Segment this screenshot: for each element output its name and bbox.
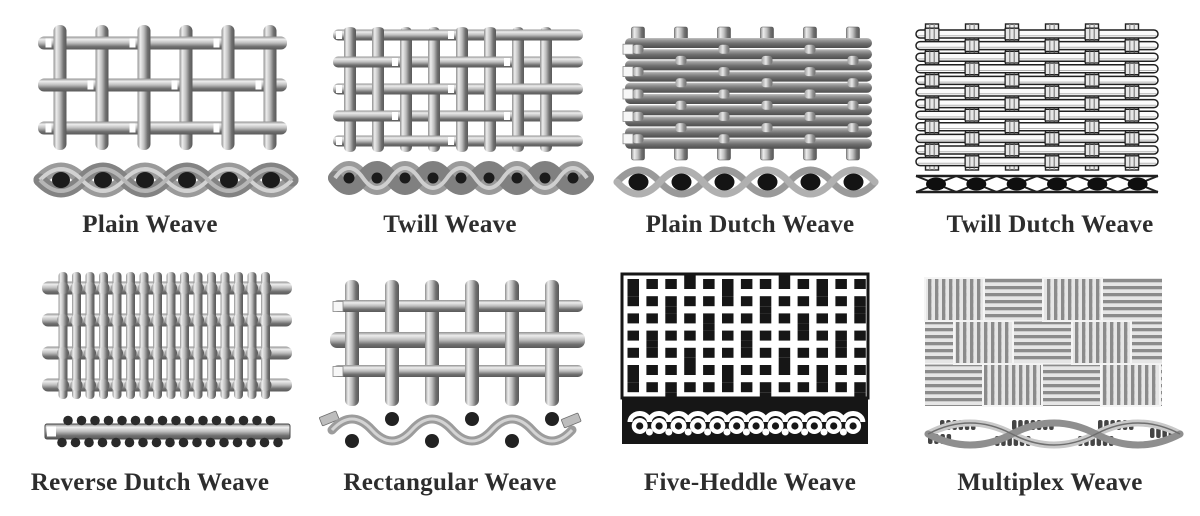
plain-dutch-weave-mesh-pattern: [622, 26, 872, 161]
weave-cell-multiplex-weave: Multiplex Weave: [900, 258, 1200, 516]
multiplex-weave-cross-section: [924, 419, 1184, 449]
weave-cell-rectangular-weave: Rectangular Weave: [300, 258, 600, 516]
plain-weave-mesh-pattern: [38, 25, 287, 150]
twill-dutch-weave-mesh-pattern: [915, 23, 1159, 171]
twill-weave-illustration: [328, 27, 594, 195]
twill-weave-cross-section: [328, 161, 594, 195]
weave-label-rectangular-weave: Rectangular Weave: [343, 469, 557, 496]
weave-cell-plain-weave: Plain Weave: [0, 0, 300, 258]
multiplex-weave-mesh-pattern: [924, 277, 1162, 407]
plain-weave-illustration: [33, 25, 299, 198]
weave-cell-five-heddle-weave: Five-Heddle Weave: [600, 258, 900, 516]
weave-label-twill-dutch-weave: Twill Dutch Weave: [946, 211, 1154, 238]
weave-cell-reverse-dutch-weave: Reverse Dutch Weave: [0, 258, 300, 516]
plain-dutch-weave-illustration: [613, 26, 879, 198]
multiplex-weave-illustration: [924, 277, 1184, 449]
weave-label-twill-weave: Twill Weave: [383, 211, 517, 238]
weave-label-multiplex-weave: Multiplex Weave: [957, 469, 1143, 496]
weave-label-reverse-dutch-weave: Reverse Dutch Weave: [30, 469, 270, 496]
twill-weave-mesh-pattern: [333, 27, 583, 152]
twill-dutch-weave-illustration: [915, 23, 1159, 194]
twill-dutch-weave-cross-section: [915, 174, 1159, 194]
weave-label-plain-weave: Plain Weave: [82, 211, 218, 238]
reverse-dutch-weave-mesh-pattern: [42, 272, 292, 399]
rectangular-weave-mesh-pattern: [330, 280, 585, 406]
weave-label-plain-dutch-weave: Plain Dutch Weave: [645, 211, 855, 238]
weave-cell-twill-weave: Twill Weave: [300, 0, 600, 258]
five-heddle-weave-illustration: [620, 272, 870, 444]
plain-dutch-weave-cross-section: [613, 166, 879, 198]
rectangular-weave-illustration: [319, 280, 585, 448]
weave-cell-twill-dutch-weave: Twill Dutch Weave: [900, 0, 1200, 258]
five-heddle-weave-mesh-pattern: [620, 272, 870, 400]
reverse-dutch-weave-illustration: [42, 272, 292, 448]
plain-weave-cross-section: [33, 162, 299, 198]
rectangular-weave-cross-section: [319, 410, 582, 448]
reverse-dutch-weave-cross-section: [44, 415, 291, 448]
weave-label-five-heddle-weave: Five-Heddle Weave: [643, 469, 857, 496]
weave-cell-plain-dutch-weave: Plain Dutch Weave: [600, 0, 900, 258]
five-heddle-weave-cross-section: [622, 398, 868, 444]
